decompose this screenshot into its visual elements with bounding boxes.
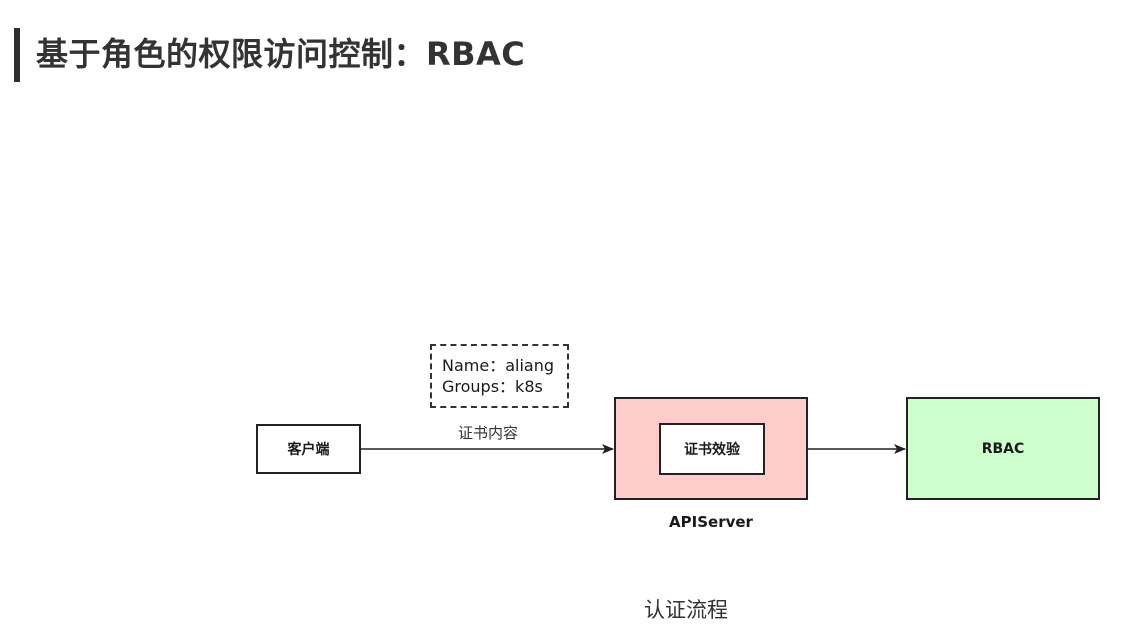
title-accent-bar (14, 28, 20, 82)
certificate-verify-node: 证书效验 (659, 423, 765, 475)
client-label: 客户端 (287, 442, 330, 458)
apiserver-label: APIServer (669, 513, 753, 531)
verify-label: 证书效验 (684, 442, 740, 458)
edge-label-certificate-content: 证书内容 (458, 424, 519, 442)
note-groups-line: Groups：k8s (442, 377, 543, 396)
certificate-content-note: Name：aliang Groups：k8s (430, 344, 569, 408)
rbac-label: RBAC (981, 440, 1025, 457)
diagram-caption: 认证流程 (644, 598, 728, 622)
client-node: 客户端 (256, 424, 361, 474)
note-name-line: Name：aliang (442, 356, 555, 375)
rbac-node: RBAC (906, 397, 1100, 500)
page-title: 基于角色的权限访问控制：RBAC (36, 35, 526, 73)
